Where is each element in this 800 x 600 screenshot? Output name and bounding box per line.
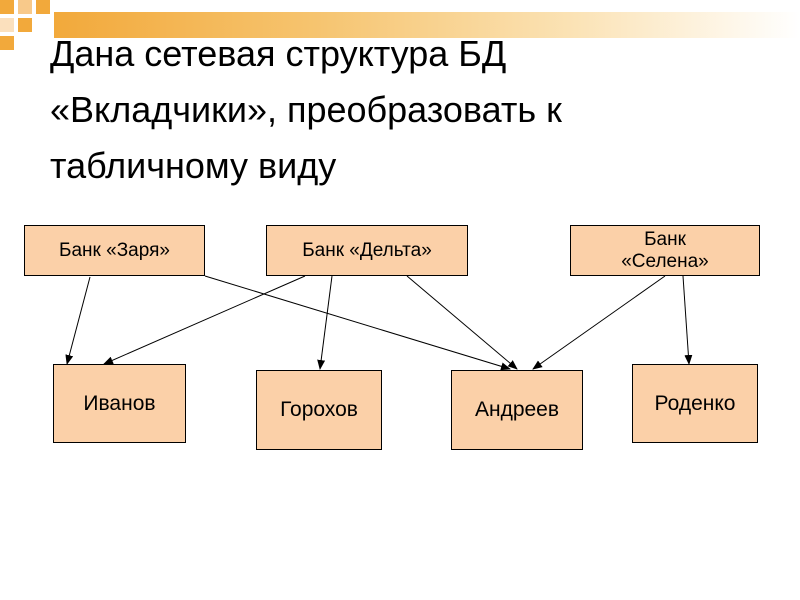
arrow-selena-to-andreev bbox=[532, 275, 666, 370]
node-label: Банк «Дельта» bbox=[302, 239, 432, 261]
arrow-zarya-to-ivanov bbox=[65, 276, 91, 365]
node-depositor-ivanov: Иванов bbox=[53, 364, 186, 443]
header-gradient-bar bbox=[54, 12, 800, 38]
node-bank-zarya: Банк «Заря» bbox=[24, 225, 205, 276]
node-depositor-gorokhov: Горохов bbox=[256, 370, 382, 450]
arrow-delta-to-ivanov bbox=[103, 275, 306, 365]
arrow-zarya-to-andreev bbox=[204, 275, 511, 371]
decor-square bbox=[0, 0, 14, 14]
decor-square bbox=[18, 18, 32, 32]
node-label: Иванов bbox=[83, 391, 156, 415]
slide-title-line: «Вкладчики», преобразовать к bbox=[50, 89, 562, 130]
slide-title-line: табличному виду bbox=[50, 145, 337, 186]
decor-square bbox=[18, 0, 32, 14]
node-bank-delta: Банк «Дельта» bbox=[266, 225, 468, 276]
slide-title-line: Дана сетевая структура БД bbox=[50, 33, 507, 74]
node-bank-selena: Банк «Селена» bbox=[570, 225, 760, 276]
node-depositor-rodenko: Роденко bbox=[632, 364, 758, 443]
arrow-delta-to-andreev bbox=[406, 275, 518, 370]
decor-square bbox=[0, 36, 14, 50]
arrow-selena-to-rodenko bbox=[682, 275, 693, 365]
arrow-delta-to-gorokhov bbox=[317, 275, 333, 370]
node-label: Роденко bbox=[654, 391, 736, 415]
node-depositor-andreev: Андреев bbox=[451, 370, 583, 450]
node-label: Горохов bbox=[280, 398, 358, 421]
node-label: Банк «Селена» bbox=[621, 228, 709, 272]
slide-title: Дана сетевая структура БД «Вкладчики», п… bbox=[50, 26, 770, 194]
node-label: Банк «Заря» bbox=[59, 239, 170, 261]
decor-square bbox=[0, 18, 14, 32]
node-label: Андреев bbox=[474, 398, 560, 421]
decor-square bbox=[36, 0, 50, 14]
